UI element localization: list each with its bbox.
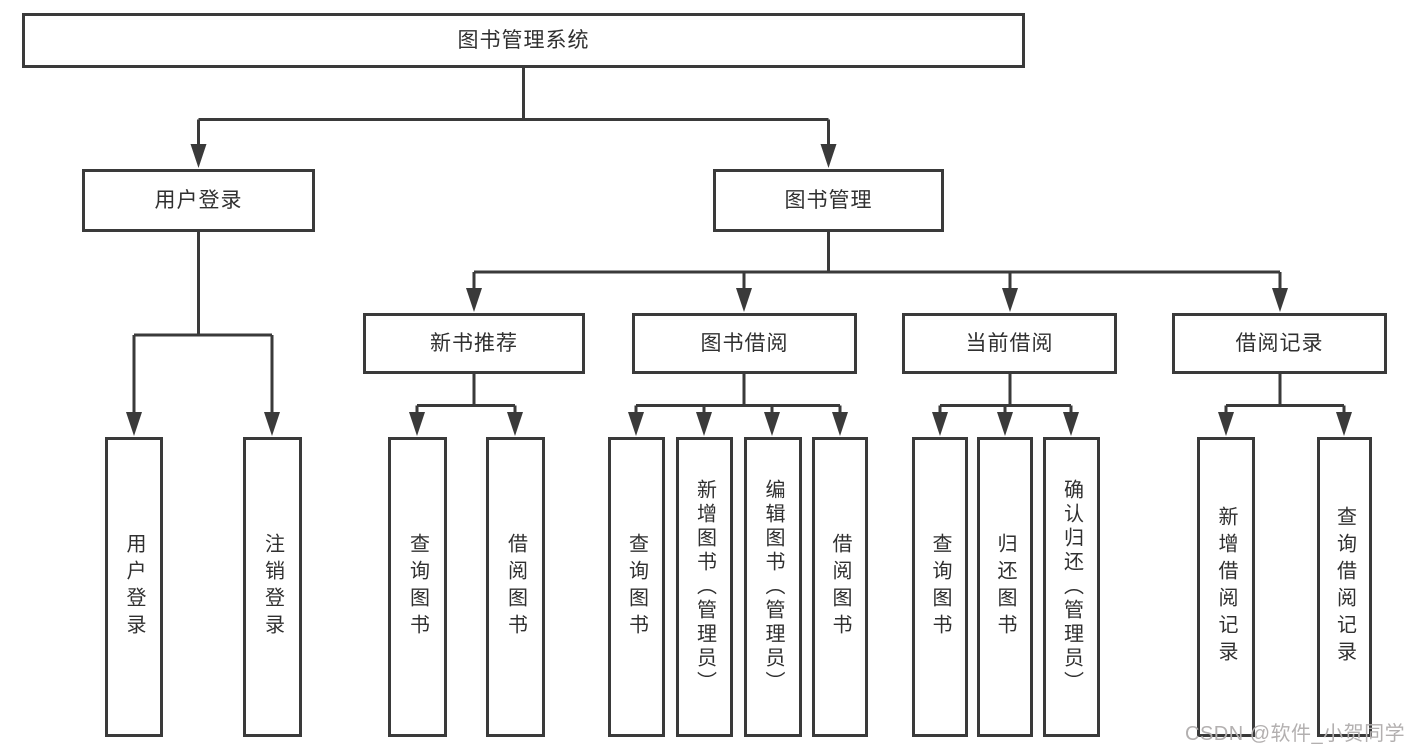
arrowheads — [126, 144, 1352, 436]
node-book-borrowing: 图书借阅 — [632, 313, 857, 374]
node-book-management: 图书管理 — [713, 169, 944, 232]
node-user-login: 用户登录 — [82, 169, 315, 232]
node-new-book-recommendation: 新书推荐 — [363, 313, 585, 374]
leaf-user-login: 用户登录 — [105, 437, 163, 737]
csdn-watermark: CSDN @软件_小贺同学 — [1185, 723, 1405, 745]
node-root-library-system: 图书管理系统 — [22, 13, 1025, 68]
leaf-edit-books-admin: 编辑图书（管理员） — [744, 437, 802, 737]
leaf-query-books-current: 查询图书 — [912, 437, 968, 737]
node-borrowing-records: 借阅记录 — [1172, 313, 1387, 374]
node-current-borrowing: 当前借阅 — [902, 313, 1117, 374]
leaf-add-borrowing-record: 新增借阅记录 — [1197, 437, 1255, 737]
leaf-query-borrowing-record: 查询借阅记录 — [1317, 437, 1372, 737]
leaf-query-books-borrowing: 查询图书 — [608, 437, 665, 737]
leaf-borrow-books-borrowing: 借阅图书 — [812, 437, 868, 737]
leaf-borrow-books-recommend: 借阅图书 — [486, 437, 545, 737]
leaf-query-books-recommend: 查询图书 — [388, 437, 447, 737]
leaf-confirm-return-admin: 确认归还（管理员） — [1043, 437, 1100, 737]
leaf-add-books-admin: 新增图书（管理员） — [676, 437, 733, 737]
leaf-logout: 注销登录 — [243, 437, 302, 737]
leaf-return-books: 归还图书 — [977, 437, 1033, 737]
